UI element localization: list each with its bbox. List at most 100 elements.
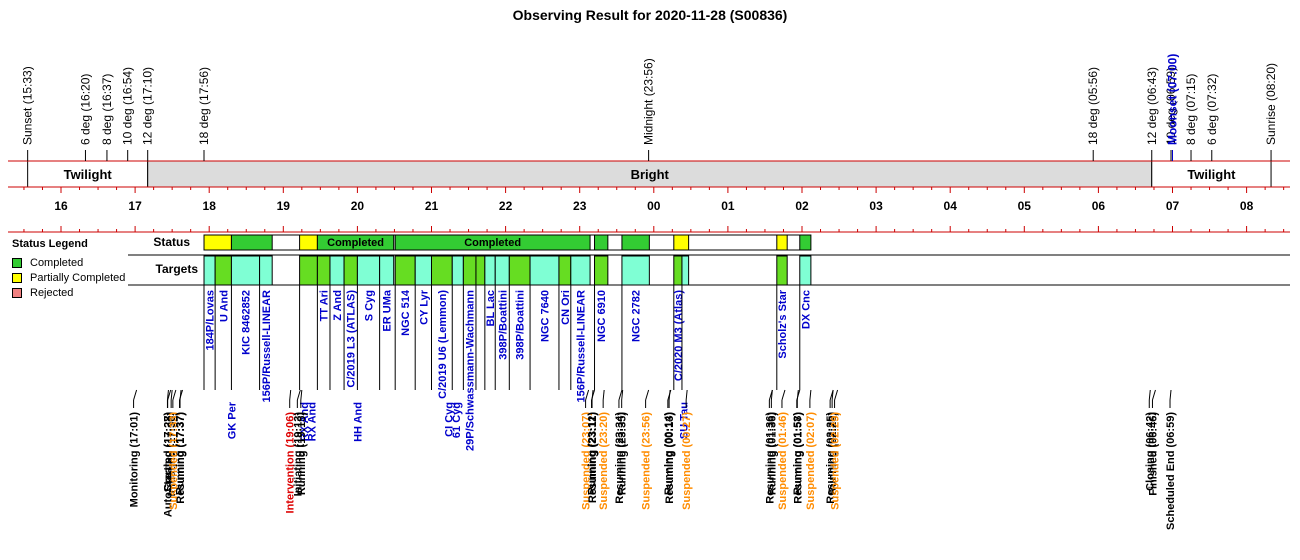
event-leader: [1151, 389, 1156, 401]
status-block: [299, 234, 318, 251]
event-label: Suspended (00:27): [681, 412, 693, 510]
event-label: Resuming (00:13): [664, 412, 676, 504]
target-block: [621, 255, 650, 286]
sky-band-label: Bright: [631, 167, 670, 182]
target-block: [508, 255, 531, 286]
target-name: NGC 6910: [596, 290, 608, 342]
status-block: [394, 234, 591, 251]
event-leader: [685, 389, 688, 401]
sky-event-label: 10 deg (16:54): [121, 67, 135, 145]
target-name: CN Ori: [560, 290, 572, 325]
event-leader: [591, 389, 595, 401]
status-block: [673, 234, 690, 251]
status-block: [203, 234, 232, 251]
system-events: Monitoring (17:01) AutoStarting (17:27)Cr…: [129, 389, 1177, 530]
target-block: [558, 255, 572, 286]
target-name: NGC 7640: [540, 290, 552, 342]
event-leader: [645, 389, 650, 401]
chart-title: Observing Result for 2020-11-28 (S00836): [513, 7, 788, 23]
status-block: [316, 234, 395, 251]
event-label: Resuming (23:34): [614, 412, 626, 504]
event-label: AutoStarting (17:27): [162, 412, 174, 517]
target-block: [316, 255, 331, 286]
targets-row-label: Targets: [156, 262, 199, 276]
side-target-name: HH And: [352, 402, 364, 442]
event-leader: [170, 389, 173, 401]
target-block: [329, 255, 345, 286]
sky-event-label: Midnight (23:56): [642, 58, 656, 145]
event-leader: [166, 389, 169, 401]
target-block: [343, 255, 358, 286]
event-label: Intervention (19:06): [285, 412, 297, 514]
event-label: Resuming (02:25): [825, 412, 837, 504]
sky-band-label: Twilight: [1187, 167, 1236, 182]
legend-label: Rejected: [30, 286, 74, 299]
sky-event-label: Sunset (15:33): [21, 66, 35, 145]
event-label: Finished (06:46): [1147, 412, 1159, 496]
event-label: Suspended (02:07): [805, 412, 817, 510]
hour-label: 18: [203, 199, 217, 213]
sky-event-label: 12 deg (06:43): [1145, 67, 1159, 145]
side-target-name: RX And: [306, 402, 318, 441]
sky-event-label: 10 deg (06:59): [1164, 67, 1178, 145]
legend-swatch: [12, 257, 22, 268]
sky-event-label: 8 deg (16:37): [100, 74, 114, 145]
event-leader: [179, 389, 184, 401]
target-block: [414, 255, 432, 286]
side-target-name: GK Per: [226, 401, 238, 439]
event-label: Suspended (23:07): [581, 412, 593, 510]
sky-band-rect: [27, 160, 149, 188]
hour-label: 05: [1018, 199, 1032, 213]
target-name: NGC 514: [400, 289, 412, 336]
event-label: Resuming (17:37): [175, 412, 187, 504]
status-block: [799, 234, 812, 251]
status-row-label: Status: [153, 235, 190, 249]
target-block: [529, 255, 560, 286]
event-leader: [167, 389, 172, 401]
event-leader: [133, 389, 138, 401]
event-label: Scheduled End (06:59): [1165, 412, 1177, 530]
legend-label: Completed: [30, 256, 84, 269]
target-name: BL Lac: [485, 290, 497, 326]
sky-event-label: Moonset (07:00): [1166, 54, 1180, 145]
target-block: [462, 255, 477, 286]
event-leader: [1169, 389, 1172, 401]
status-block-label: Completed: [464, 237, 521, 249]
target-block: [451, 255, 464, 286]
event-label: Resuming (01:36): [764, 412, 776, 504]
event-leader: [796, 389, 801, 401]
sky-event-label: 18 deg (05:56): [1086, 67, 1100, 145]
event-label: Initiating (17:30): [166, 412, 178, 497]
status-block: [621, 234, 650, 251]
sky-event-label: 18 deg (17:56): [197, 67, 211, 145]
target-name: Z And: [332, 290, 344, 321]
hour-label: 23: [573, 199, 587, 213]
event-label: Monitoring (17:01): [129, 412, 141, 508]
target-block: [299, 255, 318, 286]
event-leader: [300, 389, 303, 401]
target-block: [681, 255, 690, 286]
event-label: Running (01:58): [792, 412, 804, 495]
event-label: Created (17:28): [163, 412, 175, 492]
target-name: NGC 2782: [631, 290, 643, 342]
sky-event-label: 6 deg (16:20): [78, 74, 92, 145]
legend-label: Partially Completed: [30, 271, 126, 284]
target-name: Scholz's Star: [777, 289, 789, 358]
status-block: [776, 234, 788, 251]
target-block: [799, 255, 812, 286]
event-label: Running (02:25): [827, 412, 839, 495]
hour-label: 17: [128, 199, 142, 213]
side-target-name: CI Cyg: [444, 402, 456, 437]
event-leader: [831, 389, 834, 401]
event-leader: [618, 389, 623, 401]
target-block: [594, 255, 609, 286]
target-name: KIC 8462852: [241, 290, 253, 355]
event-label: Resuming (01:57): [792, 412, 804, 504]
target-block: [484, 255, 496, 286]
target-block: [356, 255, 381, 286]
target-block: [379, 255, 395, 286]
